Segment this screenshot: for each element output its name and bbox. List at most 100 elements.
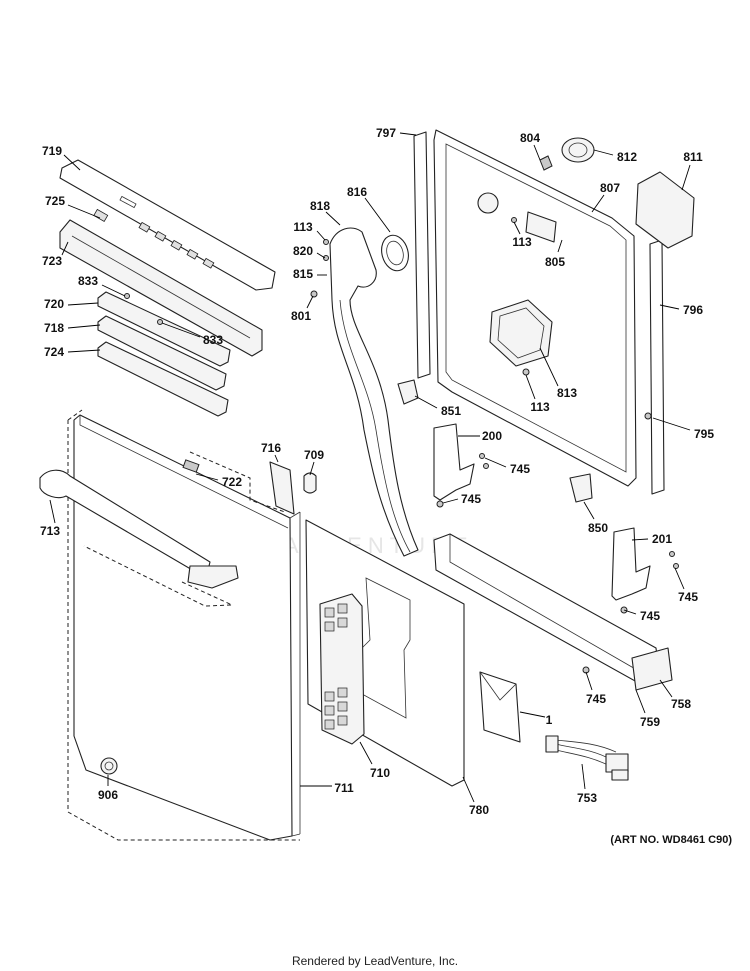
callout-leader-line: [325, 211, 341, 226]
callout-leader-line: [462, 776, 475, 803]
callout-label: 780: [469, 803, 489, 817]
part-816-gasket: [381, 234, 409, 272]
trim-group: [433, 533, 673, 691]
callout-leader-line: [67, 204, 101, 219]
callout-722: 722: [195, 473, 242, 489]
callout-833: 833: [161, 322, 223, 347]
callout-label: 815: [293, 267, 313, 281]
callout-label: 820: [293, 244, 313, 258]
insulation-group: [305, 519, 465, 787]
part-720-board: [97, 291, 231, 367]
callout-leader-line: [652, 417, 691, 431]
callout-label: 753: [577, 791, 597, 805]
callout-label: 812: [617, 150, 637, 164]
callout-716: 716: [261, 441, 281, 463]
callout-723: 723: [42, 241, 69, 268]
callout-leader-line: [101, 284, 126, 297]
callout-leader-line: [659, 679, 673, 698]
callout-851: 851: [414, 395, 461, 418]
callout-leader-line: [316, 252, 326, 259]
callout-745: 745: [674, 567, 698, 604]
part-758-end-cap: [631, 647, 673, 691]
callout-leader-line: [364, 197, 391, 233]
callout-804: 804: [520, 131, 541, 161]
callout-leader-line: [399, 132, 417, 136]
callout-label: 797: [376, 126, 396, 140]
inner-door-group: [397, 129, 695, 495]
callout-leader-line: [591, 194, 605, 213]
callout-leader-line: [63, 154, 81, 171]
part-851-hinge-clip: [397, 379, 419, 405]
callout-113: 113: [525, 374, 550, 414]
callout-leader-line: [525, 374, 536, 400]
callout-label: 805: [545, 255, 565, 269]
callout-724: 724: [44, 345, 101, 359]
part-804-clip: [539, 155, 553, 171]
outer-door-group: [39, 409, 317, 841]
callout-200: 200: [458, 429, 502, 443]
callout-816: 816: [347, 185, 391, 233]
callout-745: 745: [623, 609, 660, 623]
part-797-rail: [413, 131, 431, 379]
part-719-overlay: [59, 159, 276, 291]
callout-label: 745: [678, 590, 698, 604]
callout-label: 718: [44, 321, 64, 335]
callout-label: 850: [588, 521, 608, 535]
callout-label: 710: [370, 766, 390, 780]
callout-720: 720: [44, 297, 99, 311]
footer-credit: Rendered by LeadVenture, Inc.: [291, 954, 459, 968]
callout-711: 711: [300, 781, 354, 795]
callout-leader-line: [583, 501, 595, 520]
part-201-hinge: [611, 527, 651, 601]
part-200-hinge: [433, 423, 475, 501]
callout-label: 759: [640, 715, 660, 729]
part-850-hinge-bracket: [569, 473, 593, 503]
part-718-board: [97, 315, 227, 391]
part-813-dispenser-panel: [489, 299, 553, 367]
callout-leader-line: [635, 689, 646, 714]
callout-label: 818: [310, 199, 330, 213]
callout-label: 724: [44, 345, 64, 359]
callout-label: 113: [293, 220, 313, 234]
callout-113: 113: [293, 220, 326, 241]
callout-leader-line: [316, 230, 326, 241]
callout-leader-line: [309, 461, 315, 476]
callout-label: 813: [557, 386, 577, 400]
callout-leader-line: [67, 349, 101, 353]
callout-leader-line: [519, 711, 546, 718]
part-833-screw: [124, 293, 130, 299]
callout-745: 745: [585, 671, 606, 706]
callout-797: 797: [376, 126, 417, 140]
callout-725: 725: [45, 194, 101, 219]
part-811-module: [635, 171, 695, 249]
callout-780: 780: [462, 776, 489, 817]
callout-label: 906: [98, 788, 118, 802]
callout-label: 719: [42, 144, 62, 158]
callout-leader-line: [533, 144, 541, 161]
part-906-emblem: [100, 757, 118, 775]
part-725-button: [93, 208, 109, 223]
callout-leader-line: [513, 221, 521, 235]
callout-1: 1: [519, 711, 553, 727]
callout-label: 758: [671, 697, 691, 711]
callout-label: 796: [683, 303, 703, 317]
callout-745: 745: [484, 457, 530, 476]
callout-leader-line: [557, 239, 563, 253]
part-805-bracket: [525, 211, 557, 243]
callout-201: 201: [631, 532, 672, 546]
callout-label: 811: [683, 150, 703, 164]
callout-label: 709: [304, 448, 324, 462]
callout-leader-line: [414, 395, 438, 409]
callout-815: 815: [293, 267, 327, 281]
callout-label: 807: [600, 181, 620, 195]
callout-759: 759: [635, 689, 660, 729]
callout-label: 1: [546, 713, 553, 727]
callout-leader-line: [67, 324, 101, 329]
callout-label: 745: [461, 492, 481, 506]
callout-label: 720: [44, 297, 64, 311]
callout-709: 709: [304, 448, 324, 476]
callout-label: 113: [530, 400, 550, 414]
callout-850: 850: [583, 501, 608, 535]
callout-leader-line: [674, 567, 685, 590]
